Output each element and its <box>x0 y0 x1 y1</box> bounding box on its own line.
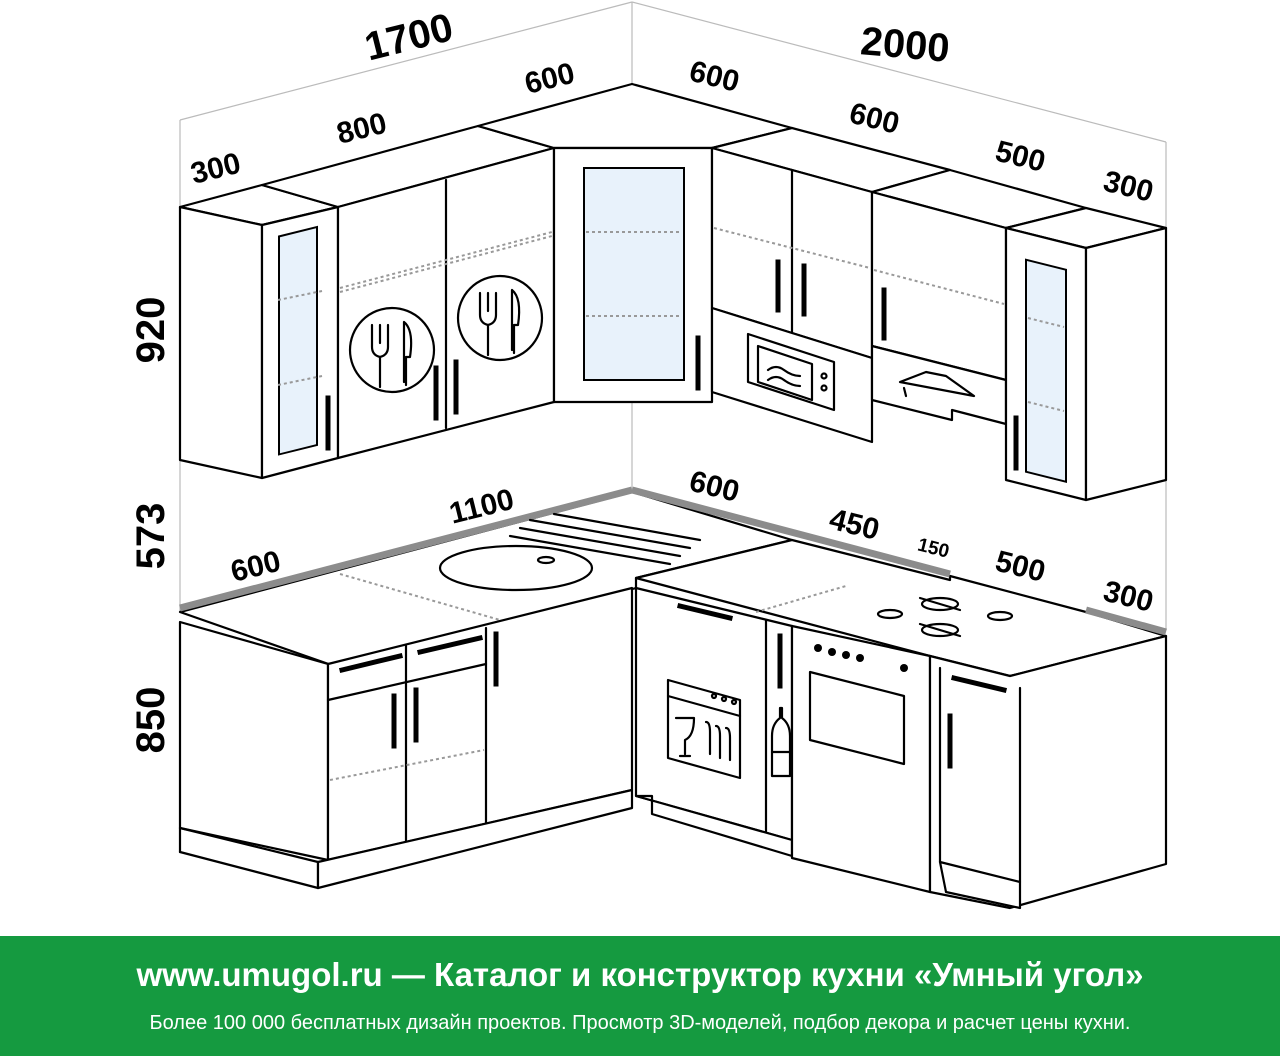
dim-upper-right-end: 300 <box>1100 165 1157 209</box>
dim-upper-left-end: 300 <box>187 147 244 191</box>
upper-cabinet-left-end <box>178 183 340 480</box>
dim-height-lower: 850 <box>129 687 173 754</box>
lower-cabinet-dishwasher <box>634 586 794 858</box>
footer-title[interactable]: www.umugol.ru — Каталог и конструктор ку… <box>136 956 1144 993</box>
dim-counter-right-corner: 600 <box>686 465 743 509</box>
dishwasher-icon <box>666 678 742 780</box>
dim-counter-right-stove: 500 <box>992 545 1049 589</box>
footer-banner: www.umugol.ru — Каталог и конструктор ку… <box>0 936 1280 1056</box>
dim-counter-right-bottle: 150 <box>915 535 951 563</box>
dim-upper-corner-right: 600 <box>686 55 743 99</box>
kitchen-layout-drawing: 1700 2000 300 800 600 600 600 500 300 92… <box>129 1 1168 910</box>
lower-cabinet-right-end <box>928 634 1168 910</box>
cutlery-icon <box>456 274 544 362</box>
upper-corner-cabinet <box>476 82 794 404</box>
dim-upper-right-hood: 500 <box>992 135 1049 179</box>
countertop <box>178 486 1168 678</box>
dim-total-right: 2000 <box>859 19 951 71</box>
dim-upper-left-main: 800 <box>333 107 390 151</box>
lower-cabinet-left-end <box>178 620 330 890</box>
dim-counter-right-end: 300 <box>1100 575 1157 619</box>
sink-icon <box>438 512 702 592</box>
upper-cabinet-left-double <box>260 124 556 460</box>
lower-cabinet-left-drawers <box>316 586 634 890</box>
cooktop-icon <box>876 596 1014 638</box>
dim-upper-corner-left: 600 <box>521 57 578 101</box>
upper-cabinet-right-end <box>1004 206 1168 502</box>
dim-total-left: 1700 <box>360 5 457 69</box>
microwave-icon <box>746 332 836 412</box>
dim-upper-right-main: 600 <box>846 97 903 141</box>
bottle-icon <box>770 706 792 778</box>
dim-height-gap: 573 <box>129 503 173 570</box>
stove <box>790 624 932 894</box>
cutlery-icon <box>348 306 436 394</box>
footer-subtitle: Более 100 000 бесплатных дизайн проектов… <box>149 1012 1131 1034</box>
hood-icon <box>898 370 976 398</box>
dim-height-upper: 920 <box>129 297 173 364</box>
